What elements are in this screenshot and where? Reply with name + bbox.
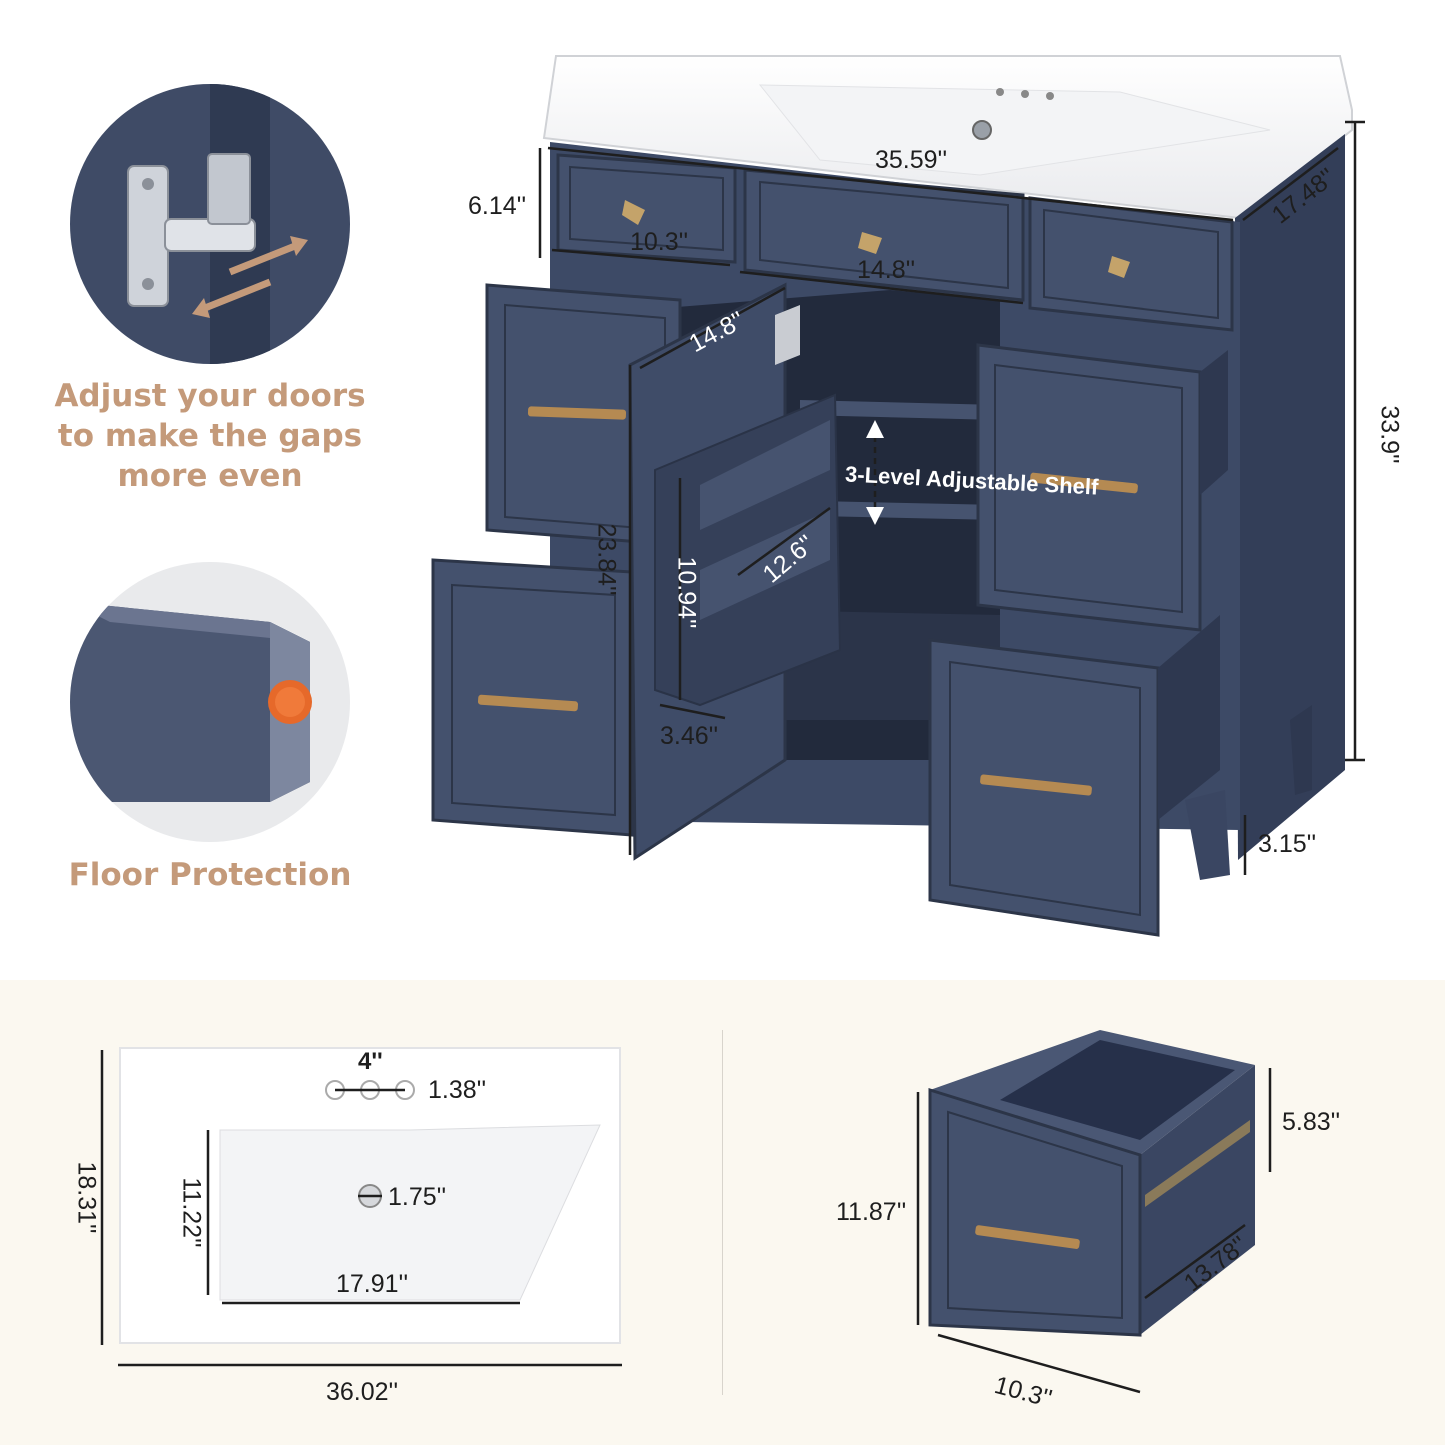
top-drawer-left xyxy=(556,153,737,264)
center-drawer-width-label: 14.8'' xyxy=(857,256,916,284)
sink-basin xyxy=(758,84,1271,176)
faucet-hole-label: 1.38'' xyxy=(428,1076,487,1104)
top-width-label: 35.59'' xyxy=(875,146,948,174)
leg-height-label: 3.15'' xyxy=(1258,830,1317,858)
hinge-callout: Adjust your doors to make the gaps more … xyxy=(40,376,380,496)
leg xyxy=(1185,790,1230,880)
top-drawer-center xyxy=(743,168,1025,302)
small-drawer-width-label: 10.3'' xyxy=(630,228,689,256)
drawer-height-label: 6.14'' xyxy=(468,192,527,220)
hinge-callout-line-1: Adjust your doors xyxy=(54,378,366,414)
floor-callout: Floor Protection xyxy=(68,857,352,893)
hinge-callout-line-2: to make the gaps xyxy=(57,418,363,454)
vanity-illustration xyxy=(431,55,1365,937)
floor-protection-detail xyxy=(70,562,350,842)
faucet-spacing-label: 4'' xyxy=(358,1048,383,1075)
drawer-front xyxy=(928,1087,1142,1337)
overall-width-label: 36.02'' xyxy=(326,1378,399,1406)
cabinet-side xyxy=(1235,134,1345,860)
drawer-interior xyxy=(1000,1040,1235,1140)
left-lower-drawer xyxy=(431,558,634,837)
sink-bowl xyxy=(219,1124,601,1301)
hinge-callout-line-3: more even xyxy=(117,458,303,494)
basin-width-label: 17.91'' xyxy=(336,1270,409,1298)
drawer-inner-height-label: 5.83'' xyxy=(1282,1108,1341,1136)
hinge-detail xyxy=(70,84,350,364)
drawer-front-height-label: 11.87'' xyxy=(836,1198,907,1226)
rack-width-label: 3.46'' xyxy=(660,722,719,750)
section-divider xyxy=(722,1030,723,1395)
drain-knob xyxy=(972,120,992,140)
shelf-board xyxy=(800,400,1000,420)
drain-hole-label: 1.75'' xyxy=(388,1183,447,1211)
